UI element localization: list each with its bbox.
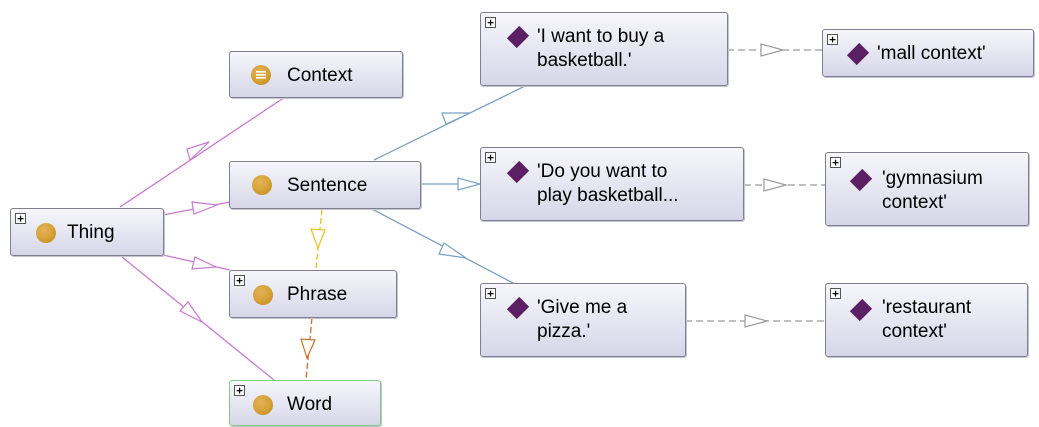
node-label: 'I want to buy a basketball.' <box>537 26 665 71</box>
node-word[interactable]: + Word <box>229 380 381 426</box>
node-label: 'Do you want to play basketball... <box>537 161 679 206</box>
arrowhead-icon <box>457 177 483 191</box>
individual-diamond-icon <box>846 42 870 66</box>
node-label: Sentence <box>287 175 368 196</box>
expand-icon[interactable]: + <box>485 152 496 163</box>
node-individual-pizza[interactable]: + 'Give me a pizza.' <box>480 283 686 357</box>
node-context[interactable]: Context <box>229 51 403 98</box>
expand-icon[interactable]: + <box>485 288 496 299</box>
individual-diamond-icon <box>506 25 530 49</box>
expand-icon[interactable]: + <box>15 213 26 224</box>
node-thing[interactable]: + Thing <box>10 208 164 256</box>
class-dot-icon <box>252 175 272 195</box>
node-label: 'restaurant context' <box>882 297 972 342</box>
individual-diamond-icon <box>849 168 873 192</box>
expand-icon[interactable]: + <box>830 157 841 168</box>
arrowhead-icon <box>186 141 210 162</box>
node-sentence[interactable]: Sentence <box>229 161 421 209</box>
expand-icon[interactable]: + <box>830 288 841 299</box>
node-label: Thing <box>67 222 115 243</box>
node-label: Word <box>287 394 333 415</box>
arrowhead-icon <box>300 338 316 360</box>
node-individual-basketball[interactable]: + 'I want to buy a basketball.' <box>480 12 728 86</box>
individual-diamond-icon <box>506 160 530 184</box>
arrowhead-icon <box>191 256 219 270</box>
node-context-mall[interactable]: + 'mall context' <box>822 29 1034 77</box>
node-label: 'mall context' <box>877 43 986 64</box>
class-dot-icon <box>253 395 273 415</box>
arrowhead-icon <box>179 301 203 323</box>
arrowhead-icon <box>310 228 326 250</box>
node-context-gymnasium[interactable]: + 'gymnasium context' <box>825 152 1029 226</box>
arrowhead-icon <box>763 178 789 192</box>
node-context-restaurant[interactable]: + 'restaurant context' <box>825 283 1028 357</box>
node-label: 'Give me a pizza.' <box>537 297 628 342</box>
node-label: Phrase <box>287 284 348 305</box>
node-phrase[interactable]: + Phrase <box>229 270 397 318</box>
node-label: Context <box>287 65 353 86</box>
expand-icon[interactable]: + <box>485 17 496 28</box>
edge-thing-context <box>119 96 286 208</box>
expand-icon[interactable]: + <box>827 34 838 45</box>
node-individual-play[interactable]: + 'Do you want to play basketball... <box>480 147 744 221</box>
equivalent-class-icon <box>251 65 271 85</box>
arrowhead-icon <box>438 242 467 259</box>
arrowhead-icon <box>760 43 786 57</box>
arrowhead-icon <box>191 201 218 215</box>
node-label: 'gymnasium context' <box>882 168 983 213</box>
expand-icon[interactable]: + <box>234 275 245 286</box>
arrowhead-icon <box>744 314 770 328</box>
expand-icon[interactable]: + <box>234 385 245 396</box>
arrowhead-icon <box>441 112 471 125</box>
class-dot-icon <box>36 223 56 243</box>
individual-diamond-icon <box>849 298 873 322</box>
individual-diamond-icon <box>506 296 530 320</box>
class-dot-icon <box>253 285 273 305</box>
